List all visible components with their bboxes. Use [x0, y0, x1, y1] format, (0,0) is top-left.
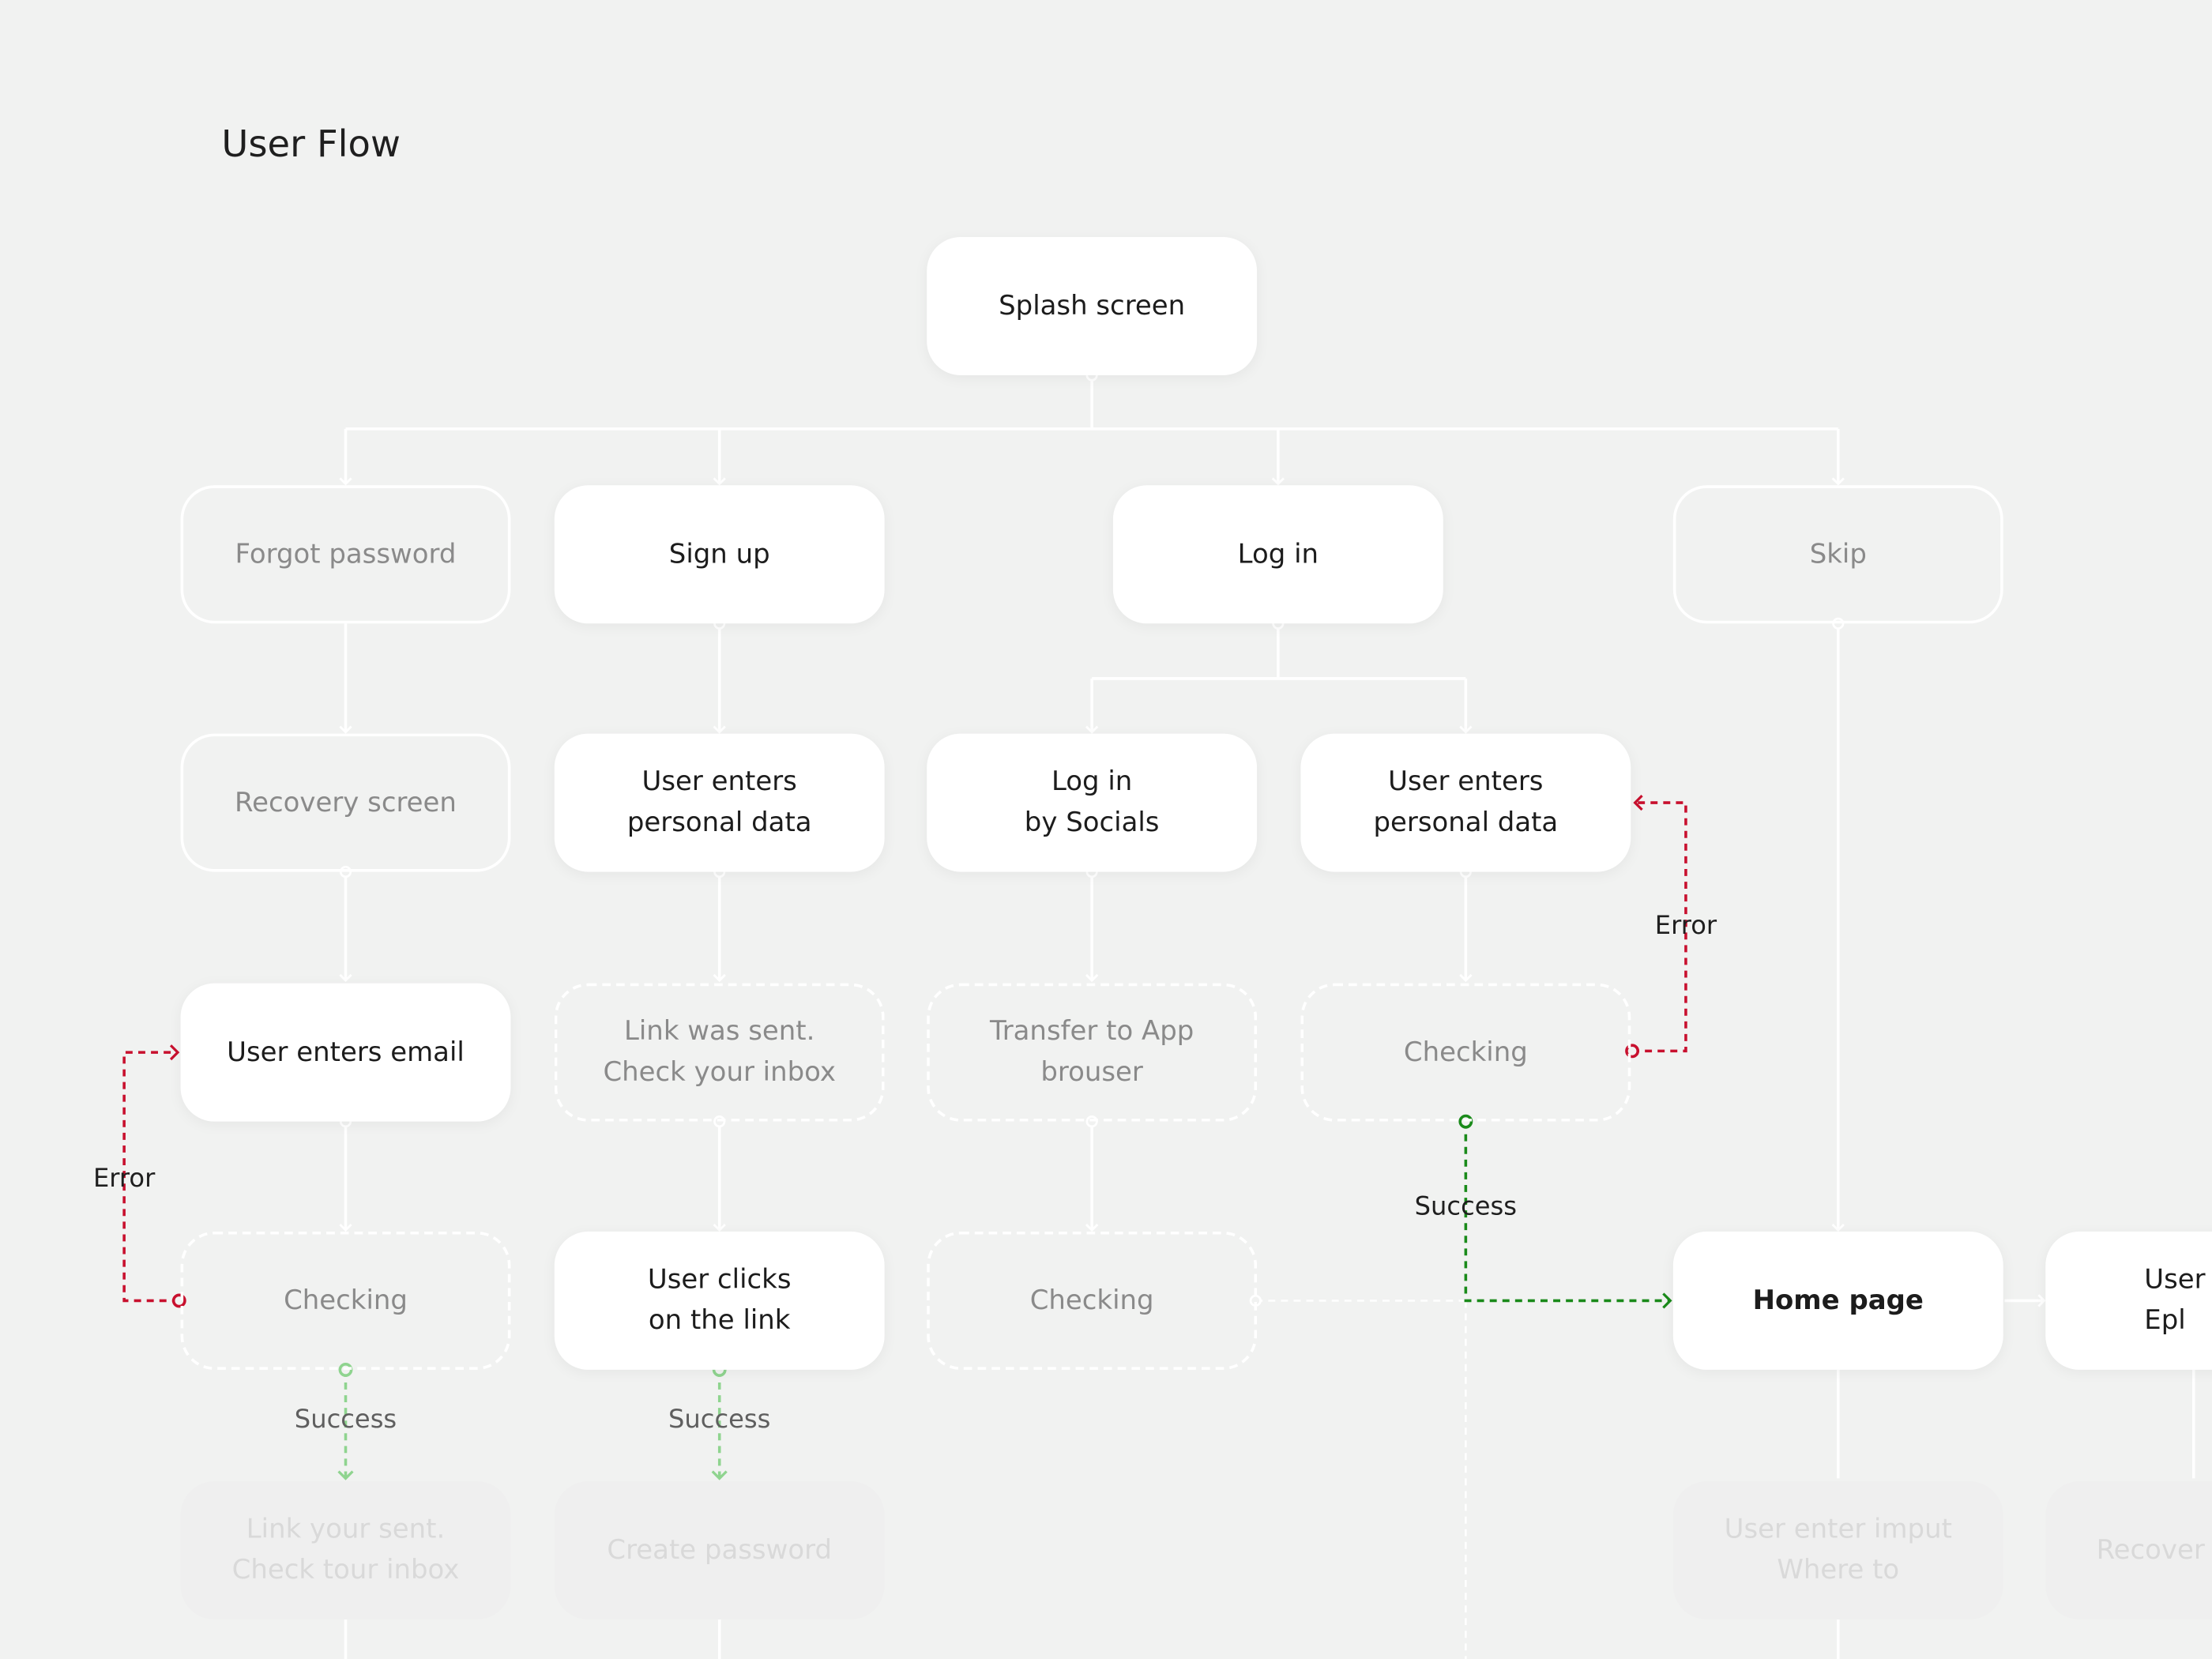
error-connectors — [122, 795, 1687, 1303]
node-checking-login[interactable]: Checking — [1300, 983, 1631, 1122]
node-user-clicks-link[interactable]: User clicks on the link — [554, 1231, 885, 1370]
node-home-page[interactable]: Home page — [1672, 1231, 2003, 1370]
page-title: User Flow — [221, 124, 401, 167]
node-transfer-to-browser[interactable]: Transfer to App brouser — [927, 983, 1258, 1122]
node-checking-socials[interactable]: Checking — [927, 1231, 1258, 1370]
node-sign-up[interactable]: Sign up — [554, 485, 885, 624]
label-error-email: Error — [92, 1164, 156, 1194]
label-success-login: Success — [1414, 1191, 1518, 1222]
node-user-enters-email[interactable]: User enters email — [180, 983, 511, 1122]
success-connectors — [337, 1121, 1672, 1480]
node-signup-personal-data[interactable]: User enters personal data — [554, 733, 885, 872]
node-login-by-socials[interactable]: Log in by Socials — [927, 733, 1258, 872]
node-recovery-partial[interactable]: Recover — [2045, 1481, 2212, 1620]
splash-branch-connectors — [339, 374, 1845, 486]
label-success-link: Success — [668, 1405, 771, 1435]
column-connectors — [339, 623, 2195, 1659]
node-forgot-password[interactable]: Forgot password — [180, 485, 511, 624]
node-user-partial[interactable]: User Epl — [2045, 1231, 2212, 1370]
node-skip[interactable]: Skip — [1672, 485, 2003, 624]
node-link-your-sent[interactable]: Link your sent. Check tour inbox — [180, 1481, 511, 1620]
node-recovery-screen[interactable]: Recovery screen — [180, 733, 511, 872]
node-link-was-sent[interactable]: Link was sent. Check your inbox — [554, 983, 885, 1122]
label-success-email: Success — [294, 1405, 397, 1435]
node-log-in[interactable]: Log in — [1112, 485, 1443, 624]
node-checking-email[interactable]: Checking — [180, 1231, 511, 1370]
faded-connectors — [1255, 1300, 1468, 1659]
node-splash-screen[interactable]: Splash screen — [927, 237, 1258, 375]
node-user-enter-input[interactable]: User enter imput Where to — [1672, 1481, 2003, 1620]
node-login-personal-data[interactable]: User enters personal data — [1300, 733, 1631, 872]
label-error-login: Error — [1654, 911, 1717, 942]
node-create-password[interactable]: Create password — [554, 1481, 885, 1620]
